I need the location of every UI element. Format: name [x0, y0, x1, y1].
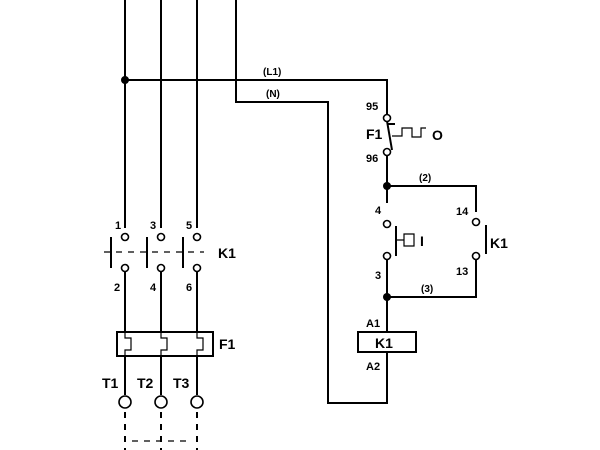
- terminal-13: [471, 251, 481, 261]
- terminal-96: [382, 147, 392, 157]
- overload-contact-blade: [386, 120, 393, 151]
- wire-label-l1: (L1): [263, 67, 281, 78]
- neutral-wire: [235, 0, 388, 404]
- control-wiring: [121, 0, 487, 404]
- terminal-label-96: 96: [366, 153, 378, 165]
- overload-relay: [116, 331, 214, 357]
- wire-label-3: (3): [421, 284, 433, 295]
- motor-label-t3: T3: [173, 375, 190, 391]
- start-button-symbol: I: [420, 233, 424, 249]
- contact-2-top-terminal: [156, 232, 166, 242]
- terminal-label-14: 14: [456, 206, 469, 218]
- contact-1-top-terminal: [120, 232, 130, 242]
- terminal-label-3-control: 3: [375, 270, 381, 282]
- overload-contact-symbol: O: [432, 127, 443, 143]
- terminal-label-2: 2: [114, 282, 120, 294]
- overload-contact-link: [392, 127, 426, 138]
- motor-label-t1: T1: [102, 375, 119, 391]
- holding-contact-label: K1: [490, 235, 508, 251]
- overload-contact-label: F1: [366, 126, 383, 142]
- overload-relay-label: F1: [219, 336, 236, 352]
- motor-terminal-t1: [118, 395, 132, 409]
- contact-3-top-terminal: [192, 232, 202, 242]
- motor-label-t2: T2: [137, 375, 154, 391]
- l1-control-wire: [125, 79, 388, 114]
- terminal-label-3: 3: [150, 220, 156, 232]
- terminal-label-6: 6: [186, 282, 192, 294]
- power-circuit: [104, 0, 214, 450]
- overload-contact: [382, 113, 426, 157]
- start-button-actuator: [396, 233, 415, 247]
- terminal-label-1: 1: [115, 220, 121, 232]
- terminal-label-5: 5: [186, 220, 192, 232]
- wire-label-n: (N): [266, 89, 280, 100]
- holding-contact: [471, 217, 487, 261]
- motor-terminal-t3: [190, 395, 204, 409]
- coil-label: K1: [375, 335, 393, 351]
- motor-terminal-t2: [154, 395, 168, 409]
- contact-1-bottom-terminal: [120, 263, 130, 273]
- coil-label-a1: A1: [366, 318, 380, 330]
- wire-label-2: (2): [419, 173, 431, 184]
- thermal-element-2: [160, 332, 168, 356]
- terminal-14: [471, 217, 481, 227]
- start-pushbutton: [382, 219, 415, 261]
- terminal-3: [382, 251, 392, 261]
- main-contactor-label: K1: [218, 245, 236, 261]
- terminal-label-4-control: 4: [375, 205, 382, 217]
- thermal-element-3: [196, 332, 204, 356]
- coil-label-a2: A2: [366, 361, 380, 373]
- terminal-label-13: 13: [456, 266, 468, 278]
- wire-2-branch: [387, 185, 477, 212]
- terminal-label-4: 4: [150, 282, 157, 294]
- main-contactor: [104, 232, 204, 273]
- contact-3-bottom-terminal: [192, 263, 202, 273]
- terminal-4: [382, 219, 392, 229]
- wire-3-junction-node: [383, 293, 391, 301]
- wire-13-return: [387, 260, 477, 298]
- terminal-95: [382, 113, 392, 123]
- labels: (L1) (N) (2) (3) 1 3 5 2 4 6 K1 F1 T1 T2…: [102, 67, 508, 391]
- terminal-label-95: 95: [366, 101, 378, 113]
- contact-2-bottom-terminal: [156, 263, 166, 273]
- thermal-element-1: [124, 332, 132, 356]
